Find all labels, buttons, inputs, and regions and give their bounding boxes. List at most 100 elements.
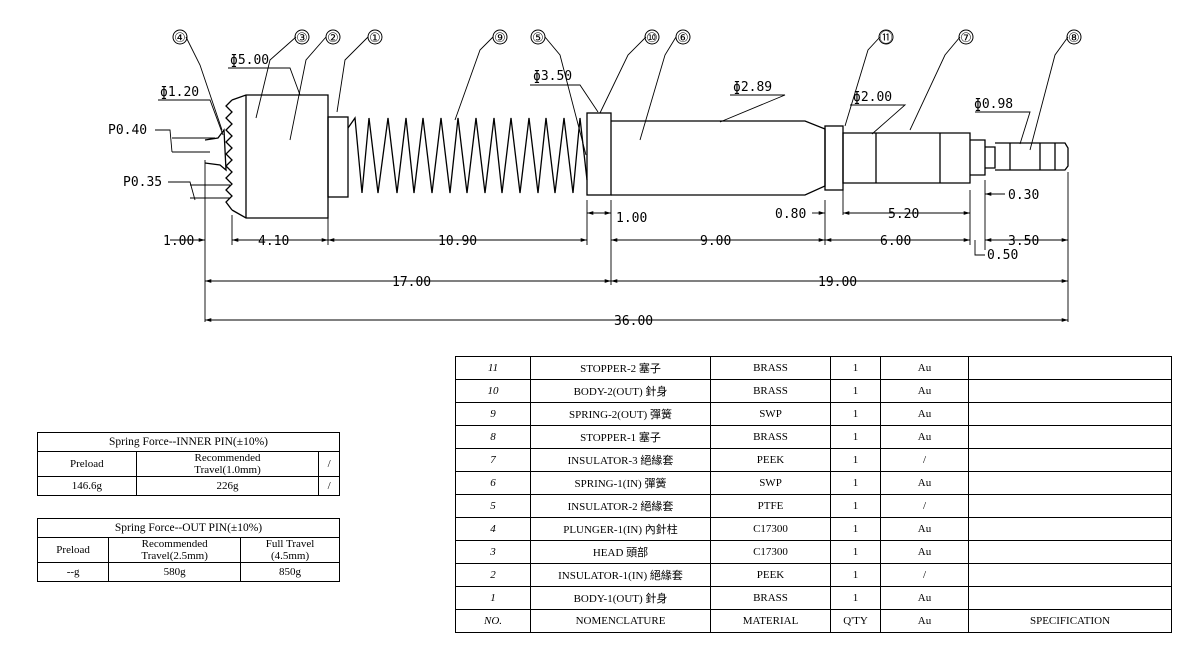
parts-cell-spec	[968, 425, 1172, 449]
parts-cell-name: INSULATOR-1(IN) 絕緣套	[530, 563, 711, 587]
parts-cell-qty: 1	[830, 379, 881, 403]
svg-text:⑩: ⑩	[646, 30, 658, 45]
parts-cell-material: PEEK	[710, 448, 831, 472]
parts-cell-no: 3	[455, 540, 531, 564]
dia-2: ɸ2.00	[853, 90, 892, 105]
outer-h-preload: Preload	[36, 537, 110, 563]
parts-cell-name: BODY-2(OUT) 針身	[530, 379, 711, 403]
parts-cell-name: SPRING-1(IN) 彈簧	[530, 471, 711, 495]
dia-5: ɸ5.00	[230, 53, 269, 68]
pitch-0-35: P0.35	[123, 175, 162, 190]
dim-text-6: 6.00	[880, 234, 911, 249]
parts-cell-plating: Au	[880, 586, 969, 610]
parts-cell-material: BRASS	[710, 586, 831, 610]
parts-cell-plating: Au	[880, 356, 969, 380]
svg-text:⑪: ⑪	[879, 30, 892, 45]
outer-force-caption: Spring Force--OUT PIN(±10%)	[37, 518, 340, 538]
dim-text-9: 9.00	[700, 234, 731, 249]
parts-cell-spec	[968, 517, 1172, 541]
parts-cell-no: 9	[455, 402, 531, 426]
parts-cell-qty: 1	[830, 425, 881, 449]
parts-cell-name: INSULATOR-3 絕緣套	[530, 448, 711, 472]
parts-cell-material: BRASS	[710, 379, 831, 403]
svg-text:①: ①	[369, 30, 381, 45]
parts-cell-spec	[968, 586, 1172, 610]
outer-v-recommended: 580g	[108, 562, 242, 582]
parts-cell-qty: 1	[830, 517, 881, 541]
pin-end	[970, 139, 1069, 176]
parts-cell-plating: /	[880, 494, 969, 518]
parts-cell-spec	[968, 540, 1172, 564]
balloon-11: ⑪	[878, 29, 894, 45]
balloon-8: ⑧	[1066, 29, 1082, 45]
outer-v-full: 850g	[240, 562, 340, 582]
balloon-10: ⑩	[644, 29, 660, 45]
parts-cell-material: C17300	[710, 517, 831, 541]
parts-cell-qty: 1	[830, 494, 881, 518]
parts-cell-plating: Au	[880, 425, 969, 449]
parts-cell-material: C17300	[710, 540, 831, 564]
balloon-6: ⑥	[675, 29, 691, 45]
outer-v-preload: --g	[36, 562, 110, 582]
parts-cell-spec	[968, 448, 1172, 472]
dim-text-1: 1.00	[163, 234, 194, 249]
dim-0-5	[974, 240, 985, 256]
parts-cell-qty: Q'TY	[830, 609, 881, 633]
parts-cell-material: PTFE	[710, 494, 831, 518]
parts-cell-qty: 1	[830, 448, 881, 472]
dim-text-5-2: 5.20	[888, 207, 919, 222]
parts-cell-qty: 1	[830, 563, 881, 587]
parts-cell-material: SWP	[710, 471, 831, 495]
parts-cell-no: 8	[455, 425, 531, 449]
parts-cell-spec	[968, 563, 1172, 587]
dim-text-1-b: 1.00	[616, 211, 647, 226]
svg-text:⑤: ⑤	[532, 30, 544, 45]
parts-cell-spec	[968, 402, 1172, 426]
parts-cell-material: BRASS	[710, 425, 831, 449]
parts-cell-qty: 1	[830, 356, 881, 380]
balloon-4: ④	[172, 29, 188, 45]
parts-cell-spec	[968, 356, 1172, 380]
svg-text:②: ②	[327, 30, 339, 45]
dim-text-17: 17.00	[392, 275, 431, 290]
outer-h-full: Full Travel(4.5mm)	[240, 537, 340, 563]
balloons: ④ ③ ② ① ⑨ ⑤ ⑩ ⑥ ⑪ ⑦ ⑧	[172, 29, 1082, 45]
parts-cell-no: 6	[455, 471, 531, 495]
parts-cell-spec: SPECIFICATION	[968, 609, 1172, 633]
inner-v-preload: 146.6g	[37, 476, 137, 496]
svg-text:⑥: ⑥	[677, 30, 689, 45]
dim-text-0-8: 0.80	[775, 207, 806, 222]
ext-lines	[204, 160, 1069, 322]
inner-v-full: /	[318, 476, 340, 496]
parts-cell-plating: Au	[880, 540, 969, 564]
balloon-3: ③	[294, 29, 310, 45]
dim-text-0-3: 0.30	[1008, 188, 1039, 203]
svg-text:⑨: ⑨	[494, 30, 506, 45]
parts-cell-plating: /	[880, 563, 969, 587]
stopper-1	[586, 112, 612, 196]
parts-cell-material: BRASS	[710, 356, 831, 380]
parts-cell-name: PLUNGER-1(IN) 內針柱	[530, 517, 711, 541]
parts-cell-qty: 1	[830, 402, 881, 426]
head-serration	[225, 99, 233, 211]
dim-text-10-90: 10.90	[438, 234, 477, 249]
inner-pin-force-table: Spring Force--INNER PIN(±10%) Preload Re…	[37, 432, 340, 496]
parts-cell-name: STOPPER-2 塞子	[530, 356, 711, 380]
plunger-tip	[204, 128, 227, 172]
probe-drawing: ④ ③ ② ① ⑨ ⑤ ⑩ ⑥ ⑪ ⑦ ⑧ ɸ5.00 ɸ1.20 ɸ3.50 …	[108, 29, 1082, 329]
parts-cell-no: 11	[455, 356, 531, 380]
dia-3-5: ɸ3.50	[533, 69, 572, 84]
dim-text-0-5: 0.50	[987, 248, 1018, 263]
parts-cell-plating: Au	[880, 609, 969, 633]
parts-cell-spec	[968, 379, 1172, 403]
inner-v-recommended: 226g	[135, 476, 320, 496]
svg-text:⑧: ⑧	[1068, 30, 1080, 45]
